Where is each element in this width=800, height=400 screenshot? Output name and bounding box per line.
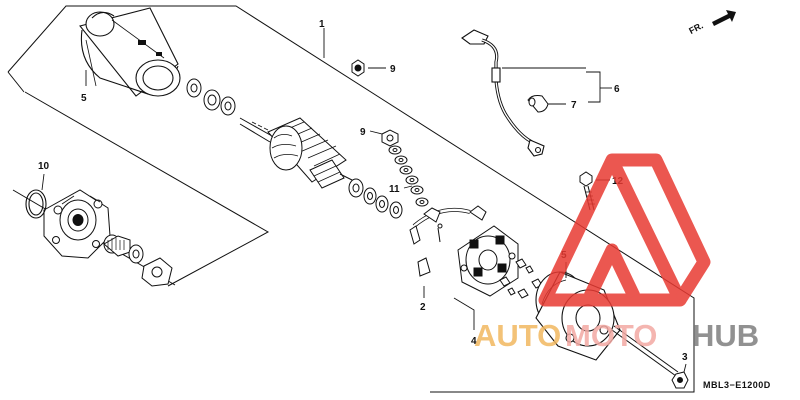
terminal-cap xyxy=(527,95,549,113)
watermark-text-auto: AUTO xyxy=(474,318,561,353)
shim-washers-middle xyxy=(348,178,403,219)
callout-11: 11 xyxy=(389,184,400,195)
wm-triangle-right-peak xyxy=(612,153,711,304)
shim-washers-upper xyxy=(186,78,236,116)
direction-label: FR. xyxy=(687,20,704,36)
brush-springs xyxy=(499,258,543,299)
motor-yoke-housing xyxy=(79,7,181,97)
callout-5-upper: 5 xyxy=(81,93,87,104)
nut-washer-stack xyxy=(381,129,429,207)
callout-2: 2 xyxy=(420,302,426,313)
wm-triangle-outer xyxy=(538,153,687,307)
callout-7: 7 xyxy=(571,100,577,111)
callout-6: 6 xyxy=(614,84,620,95)
direction-arrow-icon xyxy=(712,10,736,26)
callout-9-upper: 9 xyxy=(390,64,396,75)
callout-1: 1 xyxy=(319,19,325,30)
callout-9-lower: 9 xyxy=(360,127,366,138)
bearing-seal-set xyxy=(103,234,173,287)
front-direction-indicator: FR. xyxy=(687,10,736,36)
front-cover xyxy=(43,189,111,259)
wm-triangle-inner xyxy=(584,243,640,299)
brush-holder-assembly xyxy=(457,225,519,297)
watermark-text-hub: HUB xyxy=(692,318,759,353)
callout-4: 4 xyxy=(471,336,477,347)
callout-10: 10 xyxy=(38,161,50,172)
callout-3: 3 xyxy=(682,352,688,363)
through-bolt-long xyxy=(611,325,689,389)
diagram-code: MBL3−E1200D xyxy=(703,380,771,390)
watermark-logo: AUTO MOTO HUB xyxy=(474,153,759,353)
starter-cable xyxy=(461,29,545,157)
brush-holder-plate xyxy=(409,205,487,277)
nut-top xyxy=(351,59,365,77)
watermark-text-moto: MOTO xyxy=(565,318,657,353)
o-ring xyxy=(25,189,47,219)
watermark-triangle-icon xyxy=(538,153,711,307)
armature xyxy=(239,117,357,189)
